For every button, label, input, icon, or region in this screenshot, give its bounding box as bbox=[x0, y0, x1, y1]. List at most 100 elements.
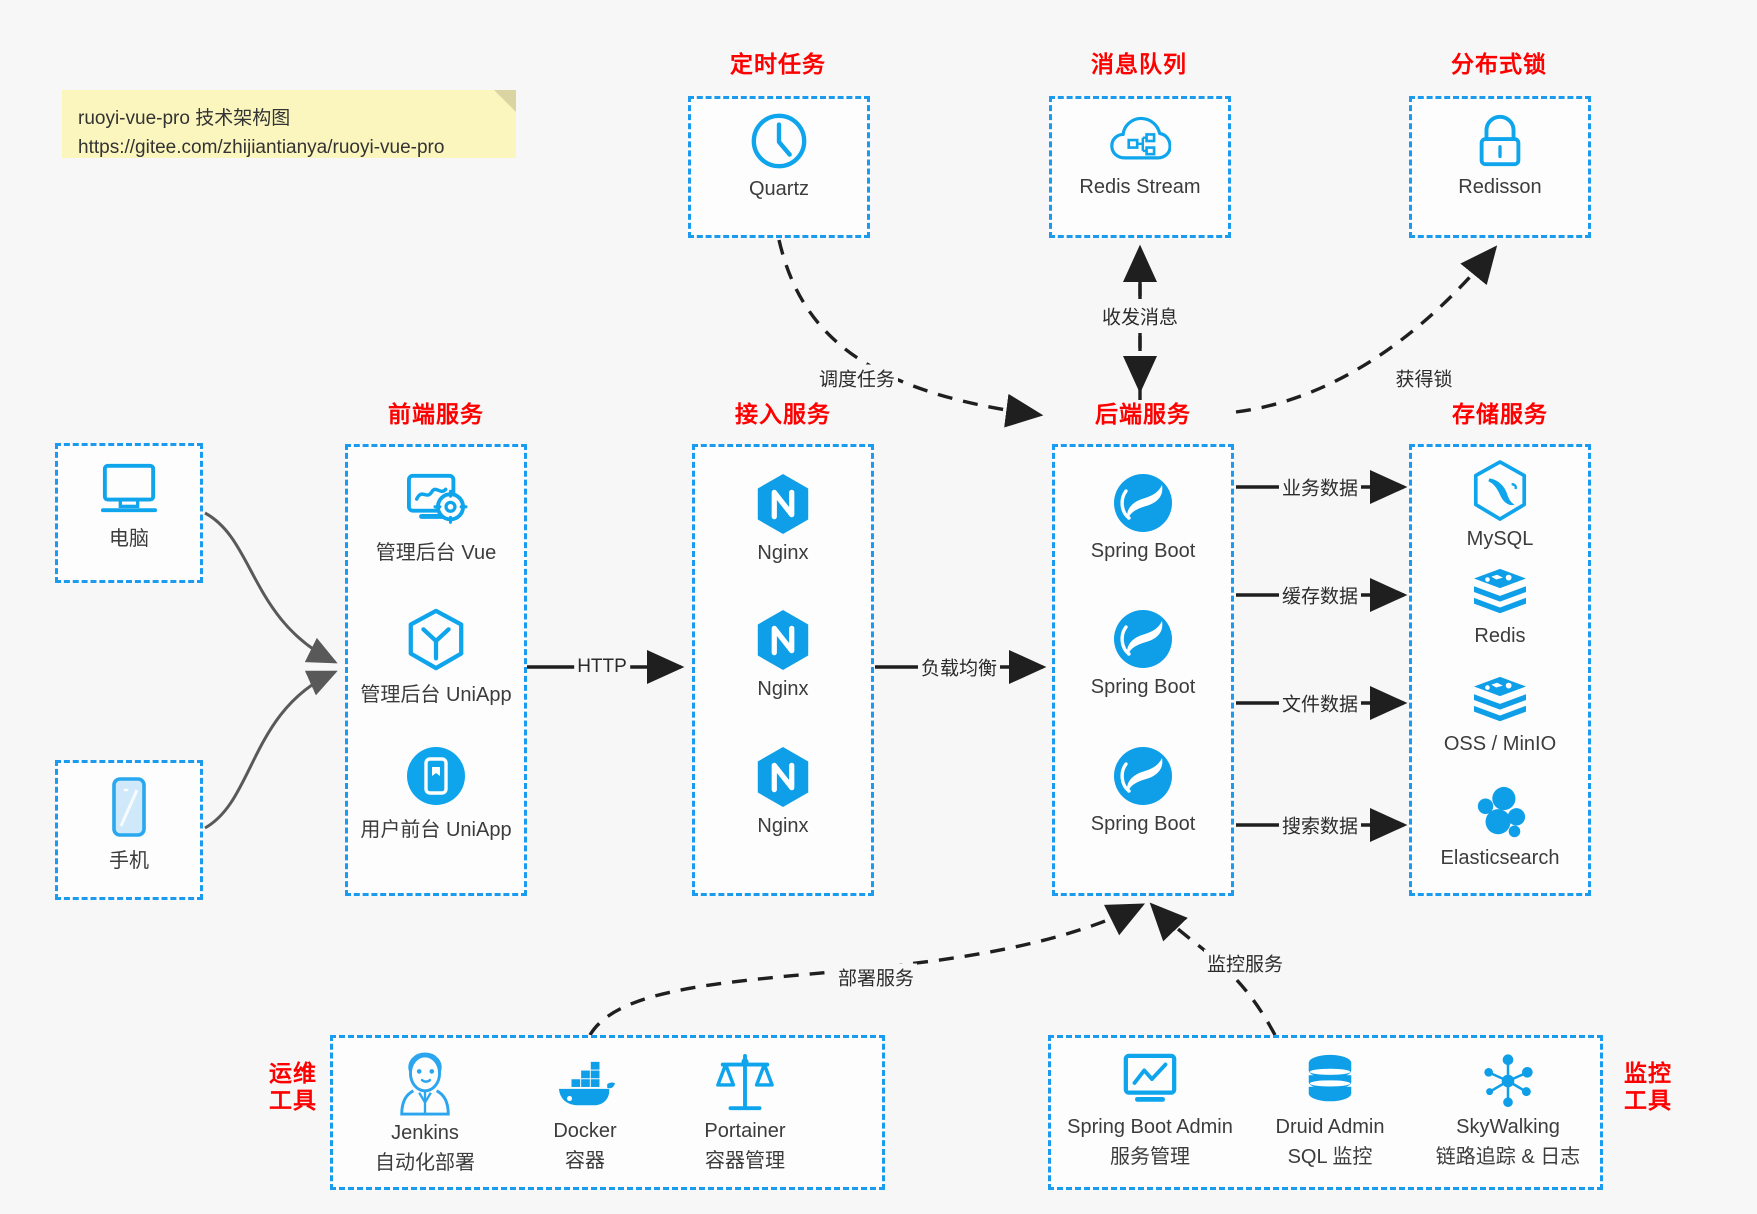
group-title-monitor: 监控 工具 bbox=[1613, 1060, 1683, 1114]
node-label: 管理后台 UniApp bbox=[360, 684, 512, 706]
edge-label-deploy-service: 部署服务 bbox=[834, 963, 918, 991]
node-oss-minio[interactable]: OSS / MinIO bbox=[1409, 675, 1591, 756]
node-label: Spring Boot bbox=[1090, 676, 1196, 698]
group-title-monitor-line2: 工具 bbox=[1624, 1087, 1672, 1114]
spring-leaf-icon bbox=[1112, 472, 1174, 534]
node-sublabel: 容器管理 bbox=[705, 1150, 785, 1172]
node-mysql[interactable]: MySQL bbox=[1409, 460, 1591, 551]
node-label: Portainer bbox=[704, 1120, 786, 1142]
node-springboot-2[interactable]: Spring Boot bbox=[1052, 608, 1234, 699]
edge-pc-to-frontend bbox=[204, 511, 338, 664]
node-nginx-2[interactable]: Nginx bbox=[692, 608, 874, 701]
node-quartz[interactable]: Quartz bbox=[688, 110, 870, 201]
node-portainer[interactable]: Portainer 容器管理 bbox=[665, 1052, 825, 1173]
node-phone[interactable]: 手机 bbox=[55, 776, 203, 873]
note-fold-corner bbox=[494, 90, 516, 112]
group-box-lock bbox=[1409, 96, 1591, 238]
node-redis[interactable]: Redis bbox=[1409, 567, 1591, 648]
edge-label-schedule-task: 调度任务 bbox=[815, 364, 899, 392]
node-label: 电脑 bbox=[109, 528, 149, 550]
node-jenkins[interactable]: Jenkins 自动化部署 bbox=[345, 1052, 505, 1175]
node-label: Spring Boot Admin bbox=[1067, 1116, 1233, 1138]
group-title-storage: 存储服务 bbox=[1452, 401, 1548, 427]
group-box-devops bbox=[330, 1035, 885, 1190]
node-label: OSS / MinIO bbox=[1443, 733, 1557, 755]
node-spring-boot-admin[interactable]: Spring Boot Admin 服务管理 bbox=[1060, 1052, 1240, 1169]
diagram-note: ruoyi-vue-pro 技术架构图 https://gitee.com/zh… bbox=[62, 90, 516, 158]
node-nginx-3[interactable]: Nginx bbox=[692, 745, 874, 838]
nginx-icon bbox=[754, 608, 812, 672]
node-label: Redis bbox=[1474, 625, 1526, 647]
mobile-app-icon bbox=[405, 745, 467, 807]
group-title-mq: 消息队列 bbox=[1091, 51, 1187, 77]
node-user-uniapp[interactable]: 用户前台 UniApp bbox=[345, 745, 527, 842]
nginx-icon bbox=[754, 472, 812, 536]
node-admin-vue[interactable]: 管理后台 Vue bbox=[345, 472, 527, 565]
node-label: Elasticsearch bbox=[1440, 847, 1560, 869]
edge-label-business-data: 业务数据 bbox=[1278, 473, 1362, 501]
lock-icon bbox=[1471, 112, 1529, 170]
node-label: Redisson bbox=[1458, 176, 1542, 198]
node-label: 管理后台 Vue bbox=[375, 542, 497, 564]
node-label: Spring Boot bbox=[1090, 540, 1196, 562]
node-nginx-1[interactable]: Nginx bbox=[692, 472, 874, 565]
node-docker[interactable]: Docker 容器 bbox=[505, 1058, 665, 1173]
node-sublabel: 服务管理 bbox=[1110, 1146, 1190, 1168]
edge-label-http: HTTP bbox=[574, 656, 630, 678]
note-line-title: ruoyi-vue-pro 技术架构图 bbox=[78, 108, 291, 129]
group-box-mq bbox=[1049, 96, 1231, 238]
skywalking-node-icon bbox=[1479, 1052, 1537, 1110]
group-title-scheduler: 定时任务 bbox=[730, 51, 826, 77]
node-label: 用户前台 UniApp bbox=[360, 819, 512, 841]
group-title-lock: 分布式锁 bbox=[1451, 51, 1547, 77]
database-icon bbox=[1302, 1052, 1358, 1110]
redis-stack-icon bbox=[1470, 567, 1530, 619]
node-label: 手机 bbox=[109, 850, 149, 872]
node-label: Jenkins bbox=[391, 1122, 459, 1144]
node-skywalking[interactable]: SkyWalking 链路追踪 & 日志 bbox=[1418, 1052, 1598, 1169]
uniapp-cube-icon bbox=[405, 608, 467, 672]
node-elasticsearch[interactable]: Elasticsearch bbox=[1409, 785, 1591, 870]
node-springboot-3[interactable]: Spring Boot bbox=[1052, 745, 1234, 836]
node-druid-admin[interactable]: Druid Admin SQL 监控 bbox=[1250, 1052, 1410, 1169]
elasticsearch-icon bbox=[1471, 785, 1529, 841]
monitor-icon bbox=[99, 460, 159, 516]
group-title-monitor-line1: 监控 bbox=[1624, 1060, 1672, 1086]
node-label: SkyWalking bbox=[1456, 1116, 1560, 1138]
clock-icon bbox=[748, 110, 810, 172]
node-label: MySQL bbox=[1466, 528, 1534, 550]
node-label: Docker bbox=[553, 1120, 617, 1142]
group-title-backend: 后端服务 bbox=[1095, 401, 1191, 427]
jenkins-butler-icon bbox=[395, 1052, 455, 1116]
node-label: Nginx bbox=[757, 542, 809, 564]
spring-leaf-icon bbox=[1112, 608, 1174, 670]
edge-acquire-lock bbox=[1235, 245, 1498, 414]
node-sublabel: 自动化部署 bbox=[375, 1152, 475, 1174]
group-title-frontend: 前端服务 bbox=[388, 401, 484, 427]
edge-phone-to-frontend bbox=[204, 670, 338, 830]
node-redis-stream[interactable]: Redis Stream bbox=[1049, 112, 1231, 199]
node-label: Spring Boot bbox=[1090, 813, 1196, 835]
node-label: Nginx bbox=[757, 678, 809, 700]
edge-label-monitor-service: 监控服务 bbox=[1203, 949, 1287, 977]
node-sublabel: SQL 监控 bbox=[1287, 1146, 1373, 1168]
edge-label-load-balance: 负载均衡 bbox=[917, 653, 1001, 681]
node-pc[interactable]: 电脑 bbox=[55, 460, 203, 551]
node-admin-uniapp[interactable]: 管理后台 UniApp bbox=[345, 608, 527, 707]
note-line-url: https://gitee.com/zhijiantianya/ruoyi-vu… bbox=[78, 137, 445, 159]
node-sublabel: 链路追踪 & 日志 bbox=[1435, 1146, 1581, 1168]
edge-label-search-data: 搜索数据 bbox=[1278, 811, 1362, 839]
node-springboot-1[interactable]: Spring Boot bbox=[1052, 472, 1234, 563]
dashboard-gear-icon bbox=[404, 472, 468, 530]
redis-stack-icon bbox=[1470, 675, 1530, 727]
edge-label-mq: 收发消息 bbox=[1098, 302, 1182, 330]
group-title-gateway: 接入服务 bbox=[735, 401, 831, 427]
node-label: Quartz bbox=[748, 178, 810, 200]
node-label: Redis Stream bbox=[1079, 176, 1201, 198]
monitor-chart-icon bbox=[1120, 1052, 1180, 1110]
node-redisson[interactable]: Redisson bbox=[1409, 112, 1591, 199]
node-label: Druid Admin bbox=[1275, 1116, 1385, 1138]
spring-leaf-icon bbox=[1112, 745, 1174, 807]
mysql-dolphin-icon bbox=[1471, 460, 1529, 522]
